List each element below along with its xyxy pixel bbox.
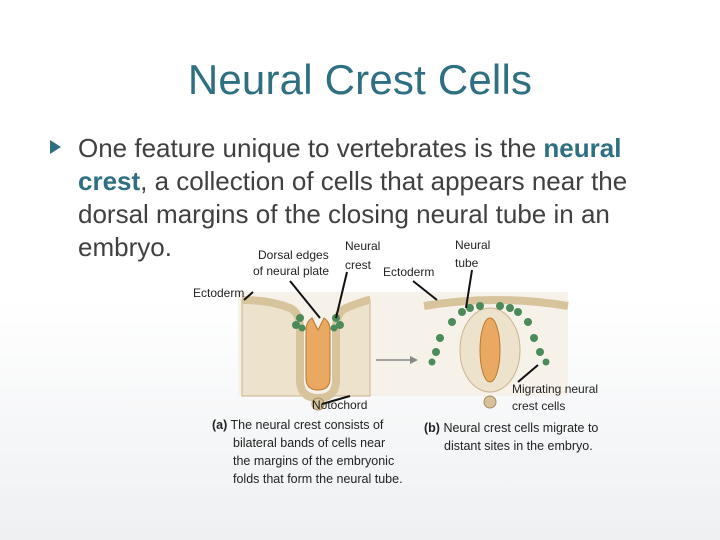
bullet-line-4: embryo. bbox=[78, 232, 172, 262]
label-migrating-1: Migrating neural bbox=[512, 382, 599, 396]
label-ectoderm-top: Ectoderm bbox=[383, 265, 435, 279]
bullet-text-line2: , a collection of cells that appears nea… bbox=[140, 166, 628, 196]
panel-b-diagram bbox=[423, 295, 569, 409]
label-ectoderm-left: Ectoderm bbox=[193, 286, 245, 300]
bullet-line-1: One feature unique to vertebrates is the… bbox=[54, 132, 694, 165]
bullet-text-pre: One feature unique to vertebrates is the bbox=[78, 133, 537, 163]
label-neural-crest-1: Neural bbox=[345, 239, 381, 253]
bullet-line-3: dorsal margins of the closing neural tub… bbox=[78, 199, 610, 229]
leader-lines bbox=[243, 269, 539, 405]
label-neural-crest-2: crest bbox=[345, 258, 372, 272]
label-dorsal-edges-2: of neural plate bbox=[253, 264, 330, 278]
caption-a-marker: (a) bbox=[212, 418, 228, 432]
label-migrating-2: crest cells bbox=[512, 399, 566, 413]
label-notochord: Notochord bbox=[312, 398, 368, 412]
bullet-line-2: crest, a collection of cells that appear… bbox=[54, 165, 694, 198]
panel-a-diagram bbox=[241, 296, 371, 411]
bullet-paragraph: One feature unique to vertebrates is the… bbox=[50, 132, 694, 264]
label-neural-tube-1: Neural bbox=[455, 238, 491, 252]
label-dorsal-edges: Dorsal edges bbox=[258, 248, 329, 262]
caption-b: (b) Neural crest cells migrate to distan… bbox=[424, 421, 599, 453]
caption-a: (a) The neural crest consists of bilater… bbox=[212, 418, 403, 486]
caption-b-marker: (b) bbox=[424, 421, 440, 435]
bullet-arrow-icon bbox=[50, 140, 61, 154]
slide-title: Neural Crest Cells bbox=[187, 56, 533, 103]
keyword-crest: crest bbox=[78, 166, 141, 196]
transition-arrow bbox=[376, 356, 418, 364]
keyword-neural: neural bbox=[543, 133, 622, 163]
label-neural-tube-2: tube bbox=[455, 256, 479, 270]
